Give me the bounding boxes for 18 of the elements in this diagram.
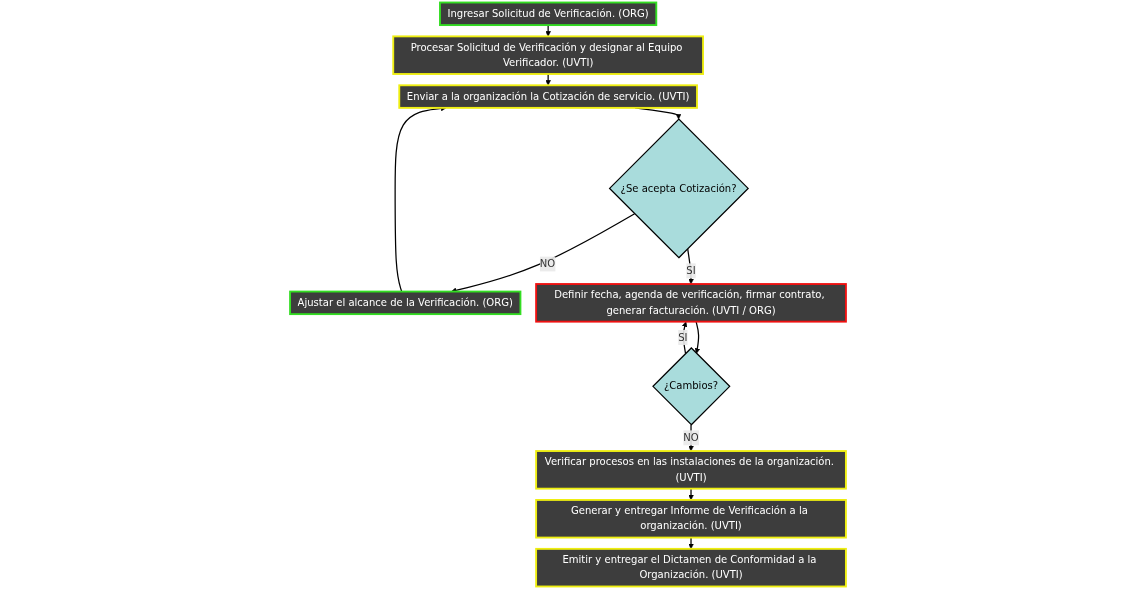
arrow	[694, 321, 701, 354]
edge-label: NO	[683, 431, 699, 444]
node-diamond: ¿Se acepta Cotización?	[608, 118, 750, 259]
node-box: Emitir y entregar el Dictamen de Conformidad a la Organización. (UVTI)	[535, 547, 847, 588]
node-box: Generar y entregar Informe de Verificación a la organización. (UVTI)	[535, 499, 847, 539]
arrow	[545, 24, 551, 37]
node-box: Enviar a la organización la Cotización de servicio. (UVTI)	[398, 84, 698, 109]
arrow	[688, 536, 694, 550]
node-box: Procesar Solicitud de Verificación y designar al Equipo Verificador. (UVTI)	[392, 35, 704, 75]
arrow	[682, 321, 688, 355]
arrow	[545, 73, 551, 86]
edge-label: NO	[539, 257, 556, 270]
node-box: Ingresar Solicitud de Verificación. (ORG)	[439, 1, 658, 27]
arrow	[688, 488, 694, 501]
edge-label: SI	[678, 331, 688, 344]
node-diamond: ¿Cambios?	[652, 347, 731, 426]
edge-label: SI	[686, 264, 696, 277]
node-box: Ajustar el alcance de la Verificación. (ORG)	[289, 290, 522, 316]
